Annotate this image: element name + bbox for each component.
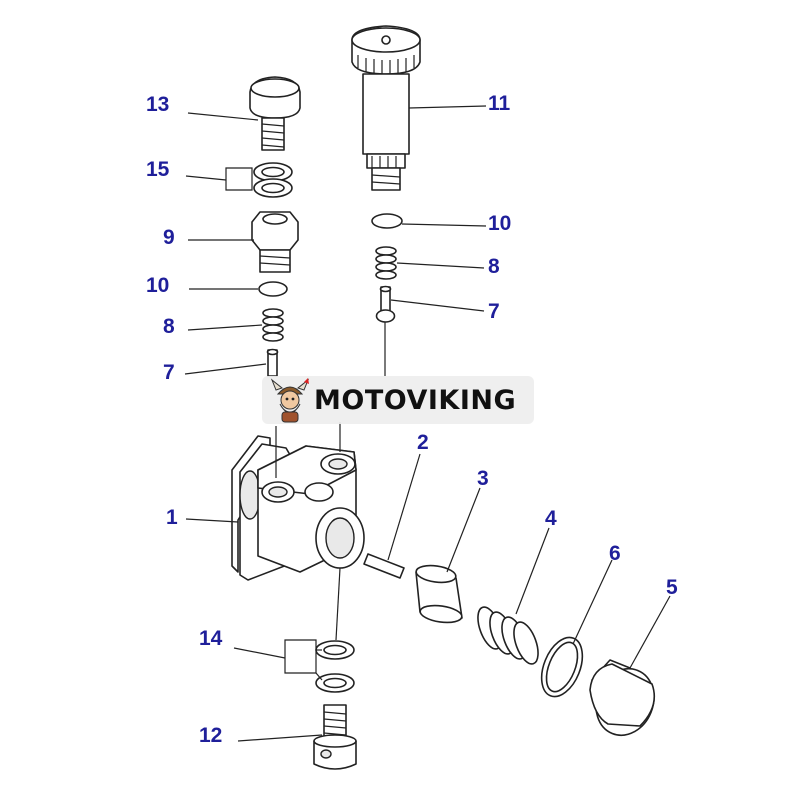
- label-8-left: 8: [163, 315, 175, 338]
- part-14-washers: [315, 640, 355, 693]
- label-5: 5: [666, 576, 678, 599]
- label-7-left: 7: [163, 361, 175, 384]
- label-15: 15: [146, 158, 170, 181]
- part-7-valve-left: [266, 348, 279, 377]
- label-12: 12: [199, 724, 222, 747]
- label-13: 13: [146, 93, 169, 116]
- part-3-sleeve: [415, 564, 463, 624]
- watermark-text: MOTOVIKING: [314, 384, 517, 416]
- part-10-o-ring-right: [371, 213, 403, 229]
- part-7-valve-right: [375, 285, 396, 376]
- label-4: 4: [545, 507, 557, 530]
- label-11: 11: [488, 92, 511, 115]
- part-10-o-ring-left: [258, 281, 288, 297]
- watermark-banner: MOTOVIKING: [262, 376, 534, 424]
- label-1: 1: [166, 506, 178, 529]
- label-9: 9: [163, 226, 175, 249]
- label-8-right: 8: [488, 255, 500, 278]
- label-7-right: 7: [488, 300, 500, 323]
- label-10-right: 10: [488, 212, 511, 235]
- part-6-gasket: [540, 636, 584, 698]
- part-1-pump-body: [231, 422, 365, 641]
- part-labels: 13 15 9 10 8 7 11 10 8 7 1 2 3 4 6 5 14 …: [146, 92, 678, 747]
- part-15-washers: [253, 162, 293, 198]
- part-8-spring-right: [375, 246, 397, 280]
- part-9-plug: [251, 211, 299, 273]
- part-4-spring: [477, 606, 539, 665]
- label-14: 14: [199, 627, 223, 650]
- part-8-spring-left: [262, 308, 284, 342]
- label-6: 6: [609, 542, 621, 565]
- part-13-banjo-bolt: [249, 76, 301, 151]
- label-10-left: 10: [146, 274, 169, 297]
- part-5-plug-cap: [589, 659, 656, 737]
- viking-mascot-icon: [270, 378, 310, 423]
- label-2: 2: [417, 431, 429, 454]
- part-2-pin: [363, 553, 405, 579]
- label-3: 3: [477, 467, 489, 490]
- leader-lines: [184, 105, 671, 742]
- part-12-banjo-bolt: [313, 704, 357, 770]
- part-11-priming-pump: [351, 25, 421, 191]
